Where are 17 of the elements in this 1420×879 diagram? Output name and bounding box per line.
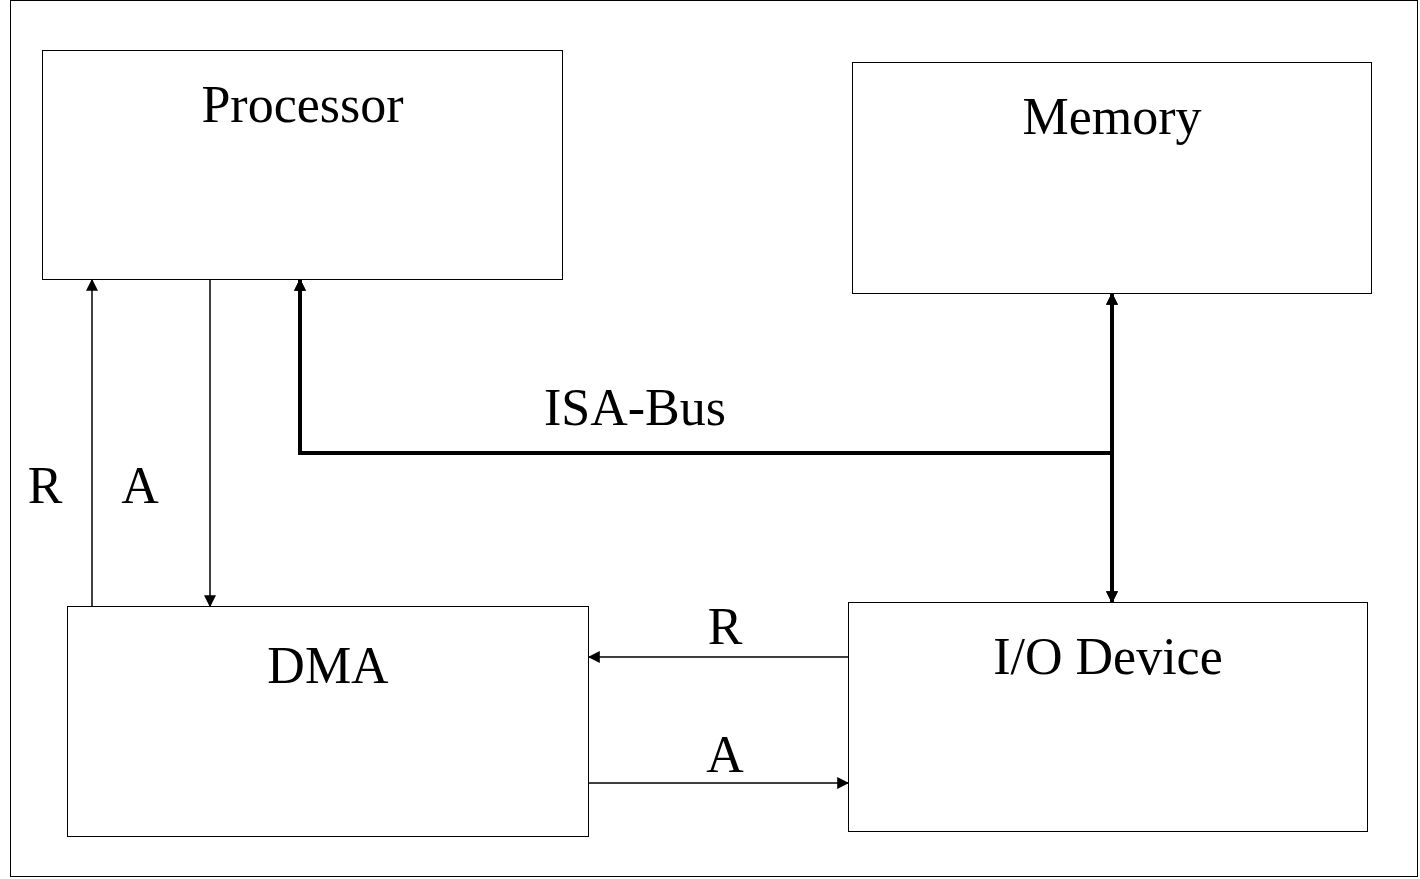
arrow — [86, 278, 98, 607]
arrow — [588, 777, 850, 789]
box-title: DMA — [267, 637, 389, 695]
edge-label: ISA-Bus — [544, 382, 726, 434]
box-title: Processor — [201, 76, 404, 134]
edge-label: A — [706, 729, 744, 781]
component-box — [848, 602, 1368, 832]
box-title: I/O Device — [993, 628, 1223, 686]
arrow — [587, 651, 849, 663]
component-box — [42, 50, 563, 280]
edge-label: R — [27, 460, 63, 512]
edge-label: A — [121, 460, 159, 512]
component-box — [67, 606, 589, 837]
arrow — [204, 279, 216, 608]
edge-label: R — [707, 601, 743, 653]
component-box — [852, 62, 1372, 294]
box-title: Memory — [1022, 88, 1202, 146]
